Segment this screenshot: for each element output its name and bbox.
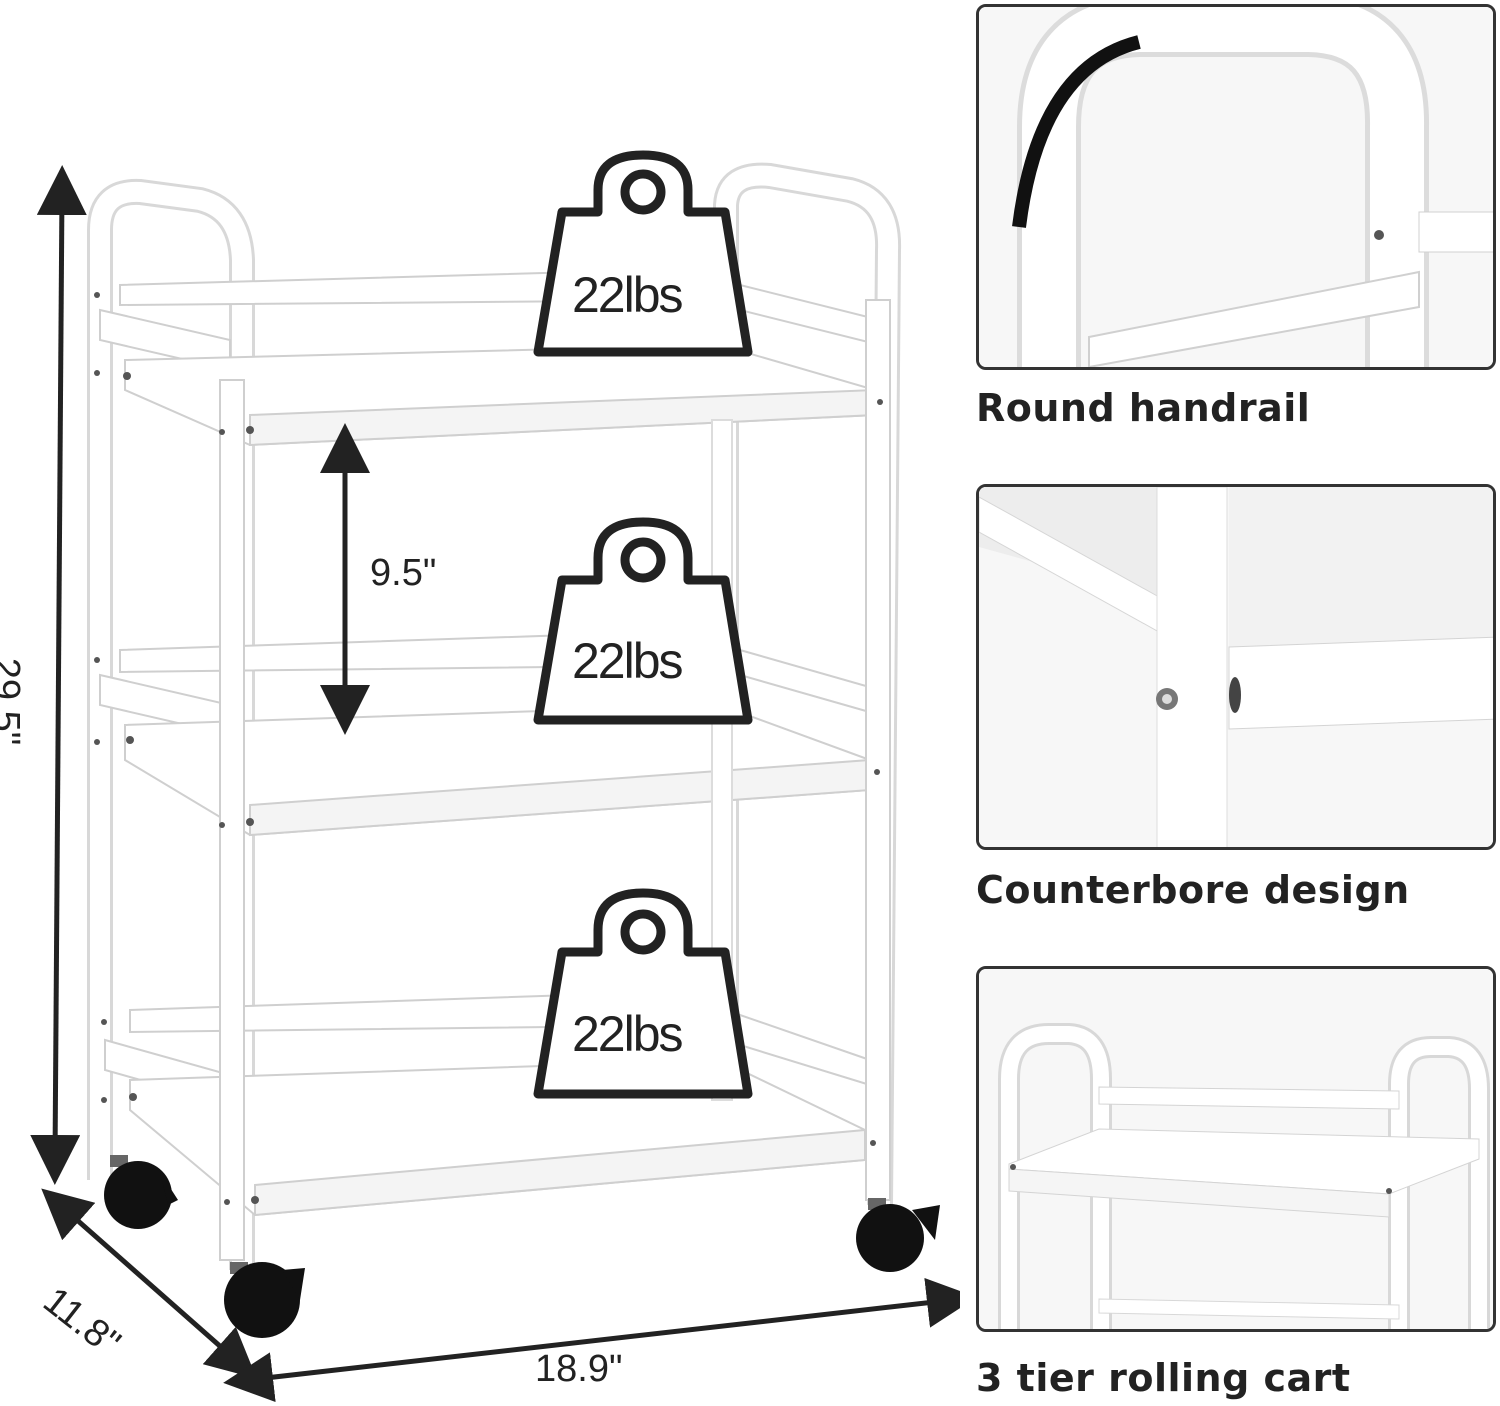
counterbore-closeup-icon (979, 487, 1493, 847)
shelf-gap-label: 9.5" (370, 552, 437, 594)
wheel-back-left (104, 1155, 178, 1229)
counterbore-closeup-panel (976, 484, 1496, 850)
weight-icon (533, 888, 753, 1099)
weight-icon (533, 150, 753, 357)
cart-frame (87, 162, 902, 1270)
shelf-load-label-middle: 22lbs (572, 633, 684, 689)
cart-overview-panel (976, 966, 1496, 1332)
shelf-load-label-bottom: 22lbs (572, 1006, 684, 1062)
handrail-closeup-panel (976, 4, 1496, 370)
counterbore-caption: Counterbore design (976, 868, 1410, 912)
frame-screws (94, 292, 883, 1205)
handrail-closeup-icon (979, 7, 1493, 367)
wheel-front-right (856, 1198, 940, 1272)
cart-overview-caption: 3 tier rolling cart (976, 1356, 1351, 1400)
weight-icon (533, 517, 753, 725)
width-dimension-label: 18.9" (535, 1348, 623, 1390)
shelf-load-label-top: 22lbs (572, 267, 684, 323)
cart-illustration (30, 150, 960, 1403)
height-dimension-label: 29.5" (0, 657, 28, 746)
handrail-caption: Round handrail (976, 386, 1311, 430)
cart-overview-icon (979, 969, 1493, 1329)
width-dimension-arrow (223, 1277, 960, 1403)
depth-dimension-arrow (41, 1188, 257, 1379)
wheel-front-left (224, 1262, 305, 1338)
height-dimension-arrow (30, 165, 87, 1185)
